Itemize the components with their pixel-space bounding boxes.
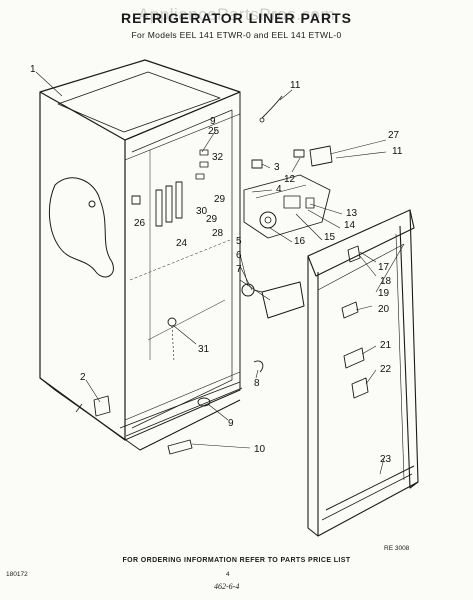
part-12: [293, 149, 305, 158]
callout-23: 23: [380, 454, 392, 465]
callout-11: 11: [290, 80, 301, 91]
callout-30: 30: [196, 206, 208, 217]
callout-18: 18: [380, 276, 392, 287]
callout-24: 24: [176, 238, 188, 249]
handwritten-code: 462-6-4: [214, 582, 240, 591]
callout-16: 16: [294, 236, 306, 247]
diagram-title: REFRIGERATOR LINER PARTS: [121, 10, 352, 26]
part-18: [347, 245, 361, 263]
shelf-support-24: [155, 189, 163, 227]
callout-27: 27: [388, 130, 400, 141]
part-9-bottom: [197, 397, 211, 407]
callout-1: 1: [30, 64, 36, 75]
callout-19: 19: [378, 288, 390, 299]
callout-15: 15: [324, 232, 336, 243]
callout-4: 4: [276, 184, 282, 195]
callout-26: 26: [134, 218, 146, 229]
part-2: [93, 395, 111, 417]
control-housing: [243, 174, 331, 239]
callout-29: 29: [214, 194, 226, 205]
ordering-information-note: FOR ORDERING INFORMATION REFER TO PARTS …: [122, 557, 351, 564]
part-20: [341, 301, 359, 319]
door-liner-frame: [307, 209, 415, 277]
callout-7: 7: [236, 264, 242, 275]
light-socket: [261, 281, 305, 319]
callout-29: 29: [206, 214, 218, 225]
callout-5: 5: [236, 236, 242, 247]
door-strip-23: [325, 465, 415, 511]
callout-2: 2: [80, 372, 86, 383]
callout-31: 31: [198, 344, 210, 355]
part-3: [251, 159, 263, 169]
callout-12: 12: [284, 174, 296, 185]
callout-11: 11: [392, 146, 403, 157]
callout-22: 22: [380, 364, 392, 375]
callout-10: 10: [254, 444, 266, 455]
diagram-subtitle: For Models EEL 141 ETWR-0 and EEL 141 ET…: [131, 30, 342, 40]
part-31: [167, 317, 177, 327]
document-code: RE 3008: [384, 545, 410, 552]
wire-11: [261, 95, 283, 119]
part-32: [199, 149, 209, 156]
callout-9: 9: [210, 116, 216, 127]
left-code: 180172: [6, 571, 28, 578]
cabinet-liner: [124, 91, 241, 441]
callout-8: 8: [254, 378, 260, 389]
page-number: 4: [226, 571, 230, 578]
callout-14: 14: [344, 220, 356, 231]
callout-13: 13: [346, 208, 358, 219]
callout-28: 28: [212, 228, 224, 239]
part-10: [167, 439, 193, 455]
part-27: [309, 145, 333, 167]
callout-6: 6: [236, 250, 242, 261]
door-gasket-side: [395, 233, 405, 481]
callout-21: 21: [380, 340, 392, 351]
callout-32: 32: [212, 152, 224, 163]
part-26: [131, 195, 141, 205]
callout-20: 20: [378, 304, 390, 315]
callout-25: 25: [208, 126, 220, 137]
watermark: AppliancePartsPros.com: [137, 5, 336, 24]
part-22: [351, 377, 369, 399]
insulation-cutout: [48, 177, 114, 278]
part-21: [343, 347, 365, 369]
callout-3: 3: [274, 162, 280, 173]
callout-17: 17: [378, 262, 390, 273]
part-8: [253, 360, 264, 373]
callout-9: 9: [228, 418, 234, 429]
